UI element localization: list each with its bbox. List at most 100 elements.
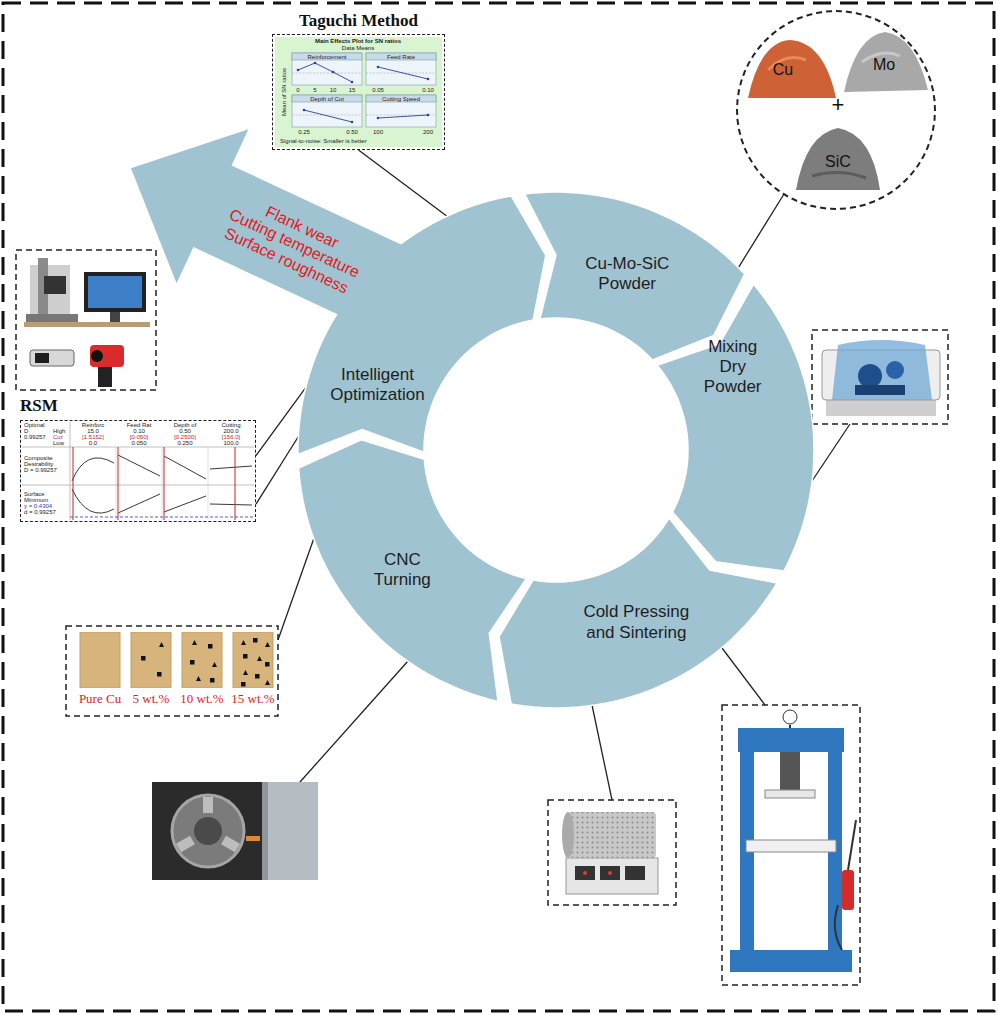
particle-triangle bbox=[265, 642, 270, 647]
powder-label: + bbox=[832, 94, 845, 116]
instrument-picture bbox=[44, 276, 66, 294]
particle-triangle bbox=[159, 642, 164, 647]
segment-label: Cu-Mo-SiC Powder bbox=[575, 253, 679, 294]
taguchi-chart bbox=[292, 95, 362, 127]
particle-square bbox=[208, 644, 213, 649]
rsm-chart bbox=[70, 517, 254, 518]
particle-square bbox=[253, 638, 258, 643]
chart-text: Desirability bbox=[24, 461, 53, 467]
instrument-picture bbox=[88, 276, 142, 308]
segment-label-box: CNC Turning bbox=[362, 550, 442, 591]
chart-text: Minimum bbox=[24, 497, 48, 503]
chart-text: 15.0 bbox=[87, 428, 99, 434]
mixer-picture bbox=[886, 361, 904, 379]
instrument-picture bbox=[16, 250, 156, 390]
taguchi-chart bbox=[292, 53, 362, 60]
powder-circle: CuMo+SiC bbox=[736, 10, 936, 210]
leader-line bbox=[300, 661, 408, 782]
chart-text: 0.50 bbox=[179, 428, 191, 434]
segment-outline bbox=[657, 284, 814, 571]
composition-label: Pure Cu bbox=[75, 692, 125, 706]
panel-title: Taguchi Method bbox=[272, 12, 445, 31]
particle-square bbox=[157, 672, 162, 677]
instrument-picture bbox=[24, 322, 150, 327]
chart-text: 0 bbox=[296, 87, 299, 93]
rsm-chart bbox=[22, 422, 254, 520]
particle-triangle bbox=[257, 656, 262, 661]
chart-text: 0.25 bbox=[298, 129, 310, 135]
lathe-picture bbox=[194, 817, 222, 845]
press-picture bbox=[765, 790, 815, 798]
chart-text: 100.0 bbox=[223, 440, 238, 446]
segment-label-box: Cu-Mo-SiC Powder bbox=[575, 253, 679, 294]
taguchi-chart bbox=[292, 73, 362, 74]
chart-text: 100 bbox=[373, 129, 383, 135]
chart-panel: RSM bbox=[18, 396, 256, 522]
chart-text: High bbox=[53, 428, 65, 434]
chart-text: Cur bbox=[53, 434, 63, 440]
rsm-chart bbox=[72, 489, 114, 513]
page-border bbox=[3, 3, 994, 1011]
composition-label: 15 wt.% bbox=[228, 692, 278, 706]
leader-line bbox=[359, 150, 448, 216]
chart-text: 200 bbox=[423, 129, 433, 135]
chart-text: Surface bbox=[24, 491, 45, 497]
taguchi-chart bbox=[366, 95, 436, 102]
furnace-picture bbox=[566, 858, 658, 894]
instrument-picture bbox=[84, 272, 146, 312]
composition-label: 10 wt.% bbox=[177, 692, 227, 706]
rsm-chart bbox=[118, 447, 119, 520]
chart-text: 0.10 bbox=[133, 428, 145, 434]
chart-text: 0.99257 bbox=[24, 434, 46, 440]
lathe-picture bbox=[172, 795, 244, 867]
rsm-chart bbox=[72, 458, 114, 481]
powder-piles bbox=[844, 32, 928, 92]
taguchi-chart bbox=[275, 37, 442, 147]
rsm-chart bbox=[70, 422, 71, 520]
chart-text: 15 bbox=[349, 87, 356, 93]
composition-frame bbox=[66, 626, 278, 716]
rsm-chart bbox=[162, 447, 163, 520]
leader-line bbox=[278, 538, 314, 640]
particle-triangle bbox=[265, 680, 270, 685]
process-segment: Cu-Mo-SiC Powder bbox=[522, 190, 747, 362]
press-picture bbox=[738, 728, 844, 752]
taguchi-chart bbox=[378, 115, 428, 118]
particle-triangle bbox=[241, 640, 246, 645]
rsm-chart bbox=[22, 447, 254, 448]
furnace-picture bbox=[562, 812, 574, 858]
process-segment: CNC Turning bbox=[296, 437, 529, 704]
furnace-picture bbox=[548, 800, 676, 905]
press-picture bbox=[746, 840, 836, 852]
lathe-picture bbox=[262, 782, 268, 880]
particle-triangle bbox=[243, 670, 248, 675]
press-picture bbox=[722, 705, 860, 985]
instrument-picture bbox=[30, 265, 70, 322]
mixer-picture bbox=[812, 330, 948, 424]
chart-text: Data Means bbox=[342, 45, 374, 51]
chart-text: 0.10 bbox=[422, 87, 434, 93]
composition-tile: 15 wt.% bbox=[228, 632, 278, 712]
particle-square bbox=[241, 682, 246, 687]
page-border bbox=[3, 3, 994, 1011]
leader-line bbox=[592, 705, 612, 800]
chart-text: 0.050 bbox=[131, 440, 146, 446]
instrument-picture bbox=[90, 345, 124, 367]
chart-text: [156.0] bbox=[222, 434, 240, 440]
lathe-picture bbox=[152, 782, 318, 880]
instrument-picture bbox=[98, 367, 112, 387]
chart-text: Cutting bbox=[221, 422, 240, 428]
chart-text: Main Effects Plot for SN ratios bbox=[315, 38, 401, 44]
rsm-chart bbox=[118, 494, 160, 513]
segment-outline bbox=[299, 440, 527, 702]
copper-block bbox=[131, 632, 171, 688]
powder-piles bbox=[812, 172, 866, 178]
chart-text: [0.2500] bbox=[174, 434, 196, 440]
instrument-picture bbox=[35, 353, 49, 363]
chart-text: 0.0 bbox=[89, 440, 97, 446]
rsm-chart bbox=[118, 455, 160, 476]
taguchi-chart bbox=[314, 62, 317, 65]
lathe-picture bbox=[246, 836, 260, 841]
particle-square bbox=[243, 654, 248, 659]
lathe-picture bbox=[152, 782, 318, 880]
